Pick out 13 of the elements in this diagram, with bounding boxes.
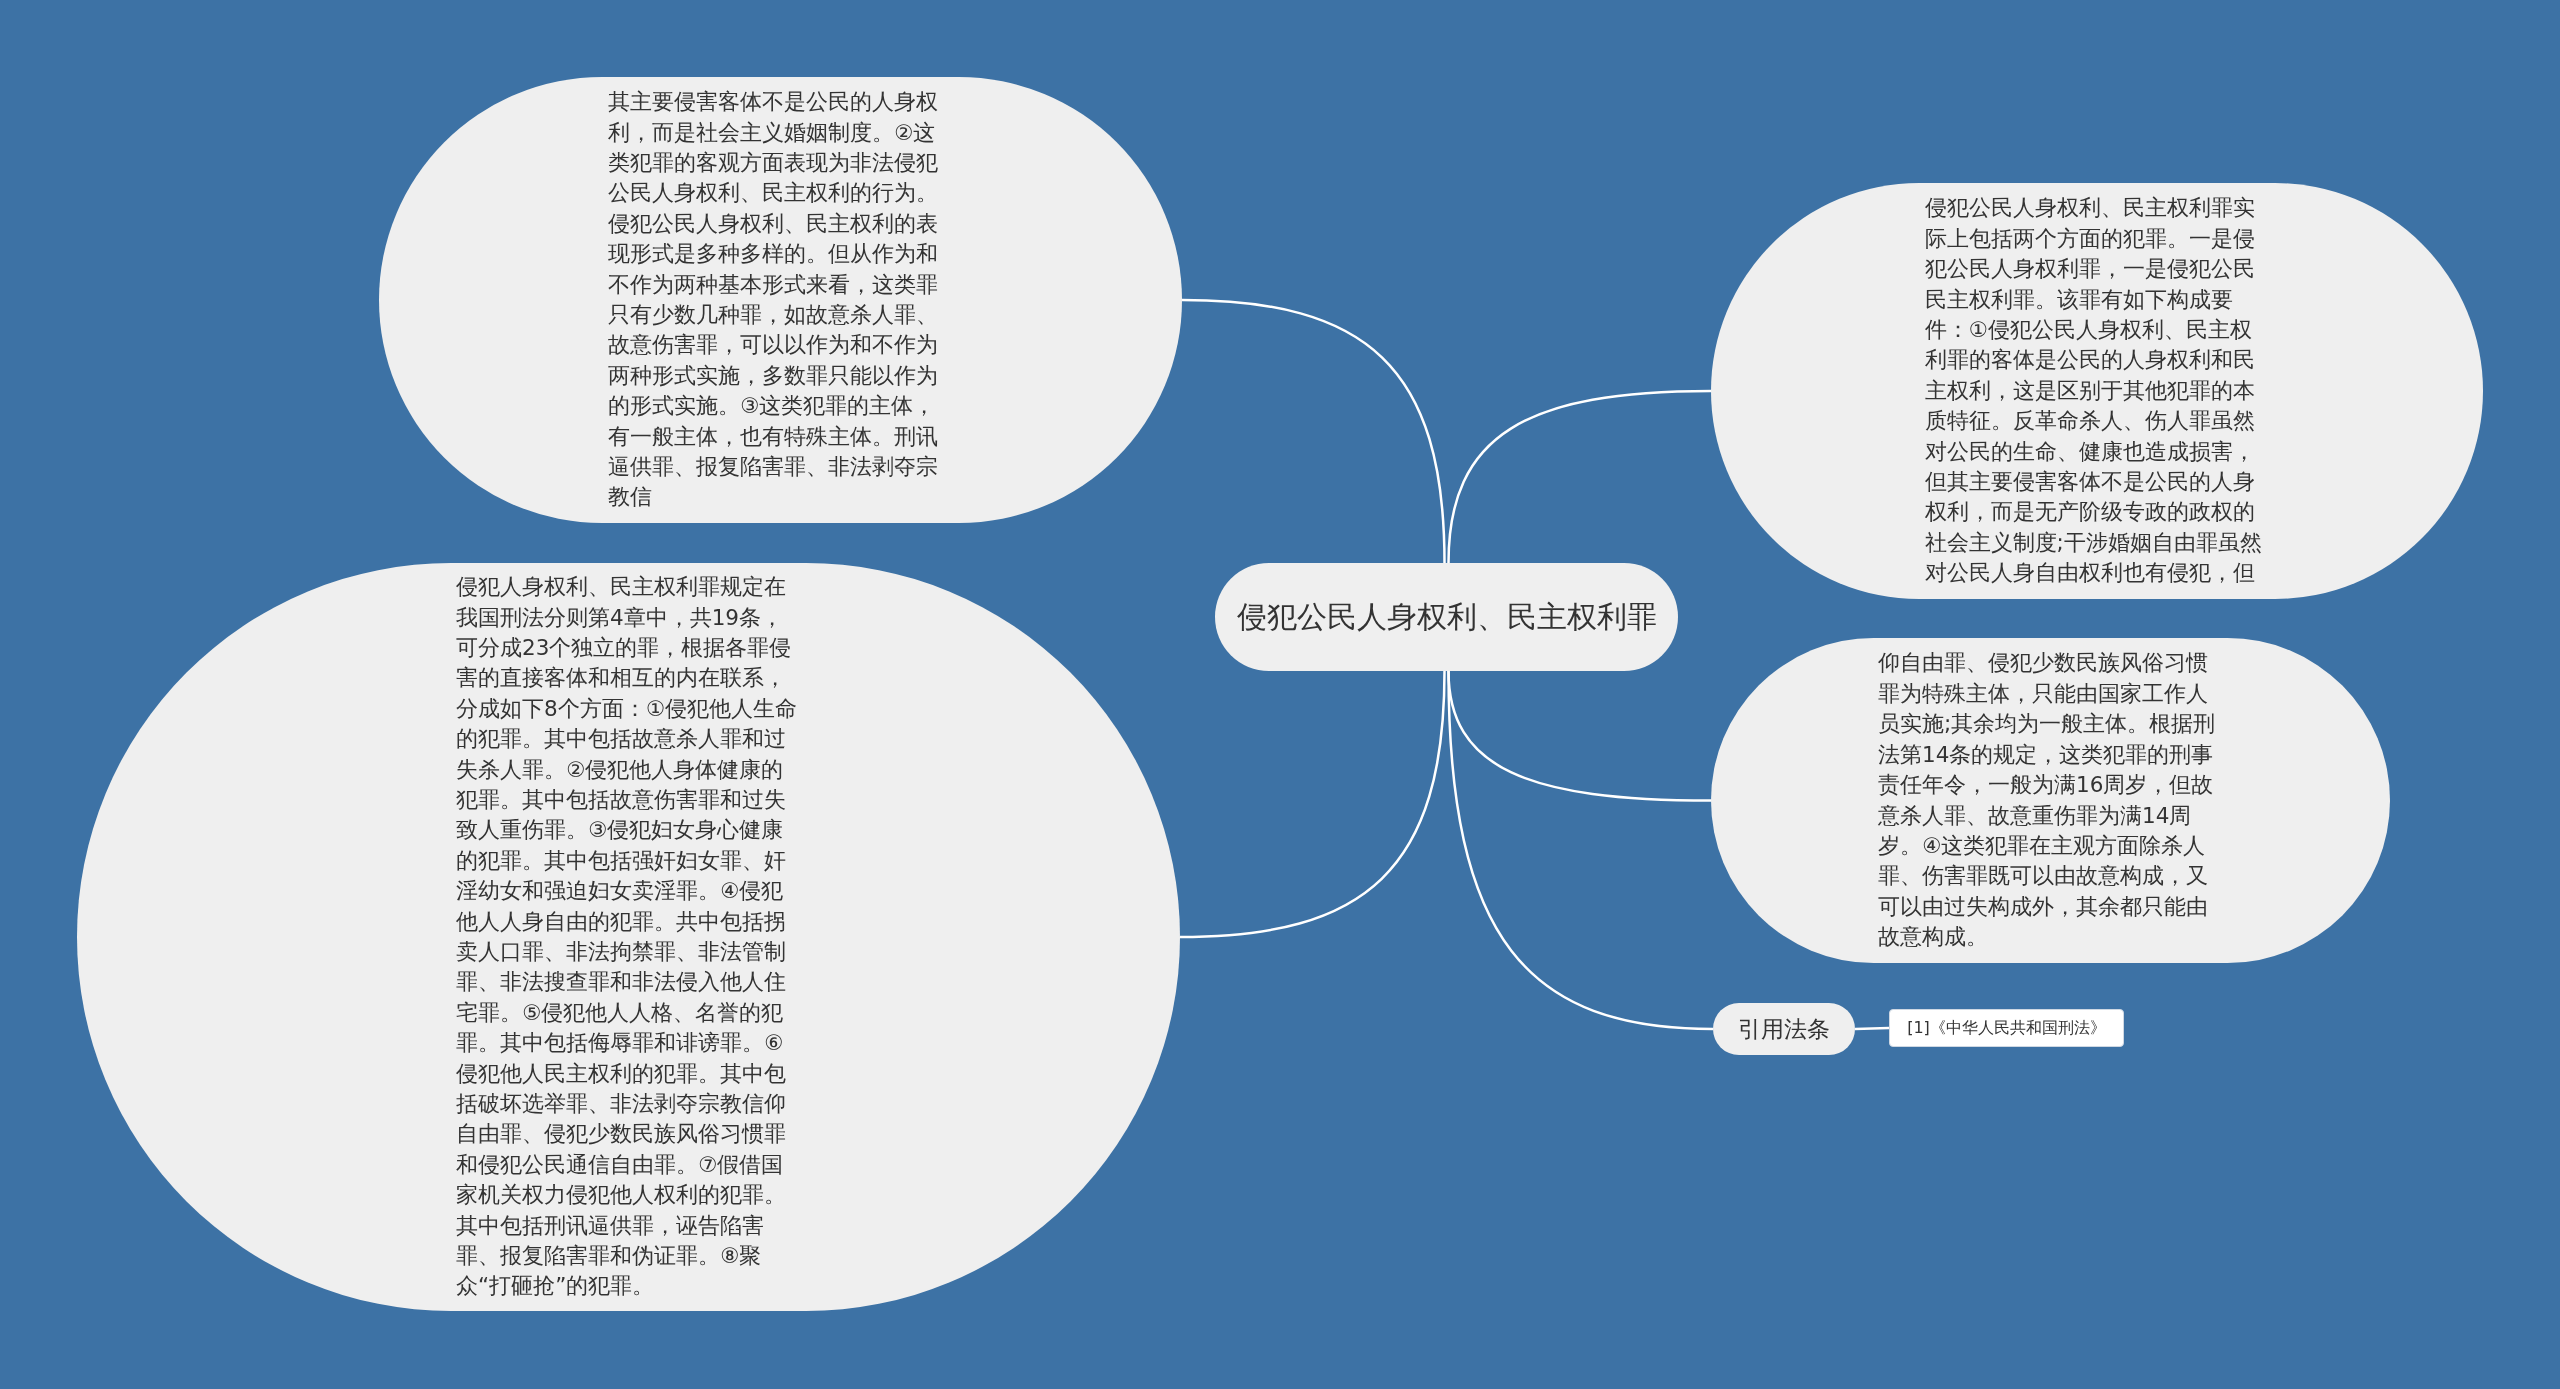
label-bubble xyxy=(1713,1003,1855,1055)
bubble-text: 侵犯公民人身权利、民主权利罪实际上包括两个方面的犯罪。一是侵犯公民人身权利罪，一是侵犯公民民主权利罪。该罪有如下构成要件：①侵犯公民人身权利、民主权利罪的客体是公民的人身权利和民主权利，这是区别于其他犯罪的本质特征。反革命杀人、伤人罪虽然对公民的生命、健康也造成损害，但其主要侵害客体不是公民的人身权利，而是无产阶级专政的政权的社会主义制度;干涉婚姻自由罪虽然对公民人身自由权利也有侵犯，但 xyxy=(1924,194,2263,588)
connector-line xyxy=(1447,670,1714,1031)
bubble-text: 其主要侵害客体不是公民的人身权利，而是社会主义婚姻制度。②这类犯罪的客观方面表现为非法侵犯公民人身权利、民主权利的行为。侵犯公民人身权利、民主权利的表现形式是多种多样的。但从作为和不作为两种基本形式来看，这类罪只有少数几种罪，如故意杀人罪、故意伤害罪，可以以作为和不作为两种形式实施，多数罪只能以作为的形式实施。③这类犯罪的主体，有一般主体，也有特殊主体。刑讯逼供罪、报复陷害罪、非法剥夺宗教信 xyxy=(608,88,939,512)
bubble-text: 引用法条 xyxy=(1737,1015,1831,1044)
connector-line xyxy=(1447,389,1712,564)
reference-tag: [1]《中华人民共和国刑法》 xyxy=(1889,1009,2124,1047)
topic-text: 侵犯公民人身权利、民主权利罪 xyxy=(1236,598,1657,636)
connector-line xyxy=(1854,1026,1890,1031)
bubble-text: 侵犯人身权利、民主权利罪规定在我国刑法分则第4章中，共19条，可分成23个独立的罪，根据各罪侵害的直接客体和相互的内在联系，分成如下8个方面：①侵犯他人生命的犯罪。其中包括故意杀人罪和过失杀人罪。②侵犯他人身体健康的犯罪。其中包括故意伤害罪和过失致人重伤罪。③侵犯妇女身心健康的犯罪。其中包括强奸妇女罪、奸淫幼女和强迫妇女卖淫罪。④侵犯他人人身自由的犯罪。共中包括拐卖人口罪、非法拘禁罪、非法管制罪、非法搜查罪和非法侵入他人住宅罪。⑤侵犯他人人格、名誉的犯罪。其中包括侮辱罪和诽谤罪。⑥侵犯他人民主权利的犯罪。其中包括破坏选举罪、非法剥夺宗教信仰自由罪、侵犯少数民族风俗习惯罪和侵犯公民通信自由罪。⑦假借国家机关权力侵犯他人权利的犯罪。其中包括刑讯逼供罪，诬告陷害罪、报复陷害罪和伪证罪。⑧聚众“打砸抢”的犯罪。 xyxy=(456,573,798,1301)
connector-line xyxy=(1181,298,1446,564)
bubble-text: 仰自由罪、侵犯少数民族风俗习惯罪为特殊主体，只能由国家工作人员实施;其余均为一般主体。根据刑法第14条的规定，这类犯罪的刑事责任年令，一般为满16周岁，但故意杀人罪、故意重伤罪为满14周岁。④这类犯罪在主观方面除杀人罪、伤害罪既可以由故意构成，又可以由过失构成外，其余都只能由故意构成。 xyxy=(1878,649,2217,952)
connector-line xyxy=(1179,670,1446,939)
